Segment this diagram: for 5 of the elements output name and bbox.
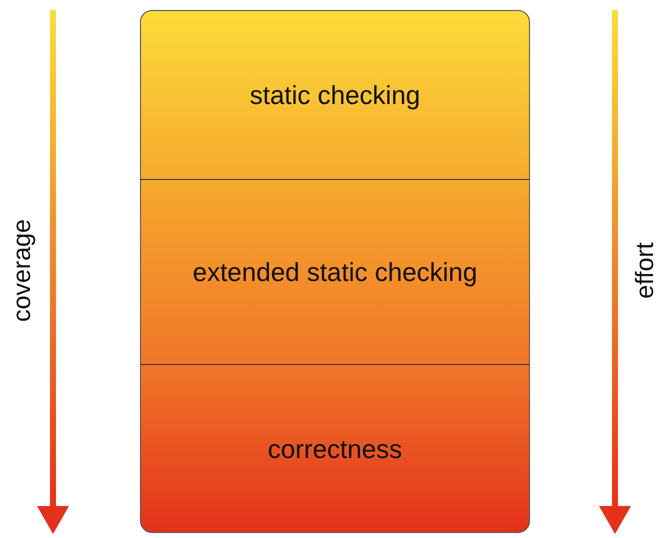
band-label: static checking xyxy=(250,80,420,110)
band-label: correctness xyxy=(268,434,402,465)
axis-label: effort xyxy=(630,242,658,298)
band-label: extended static checking xyxy=(192,256,478,288)
axis-label: coverage xyxy=(7,218,36,322)
